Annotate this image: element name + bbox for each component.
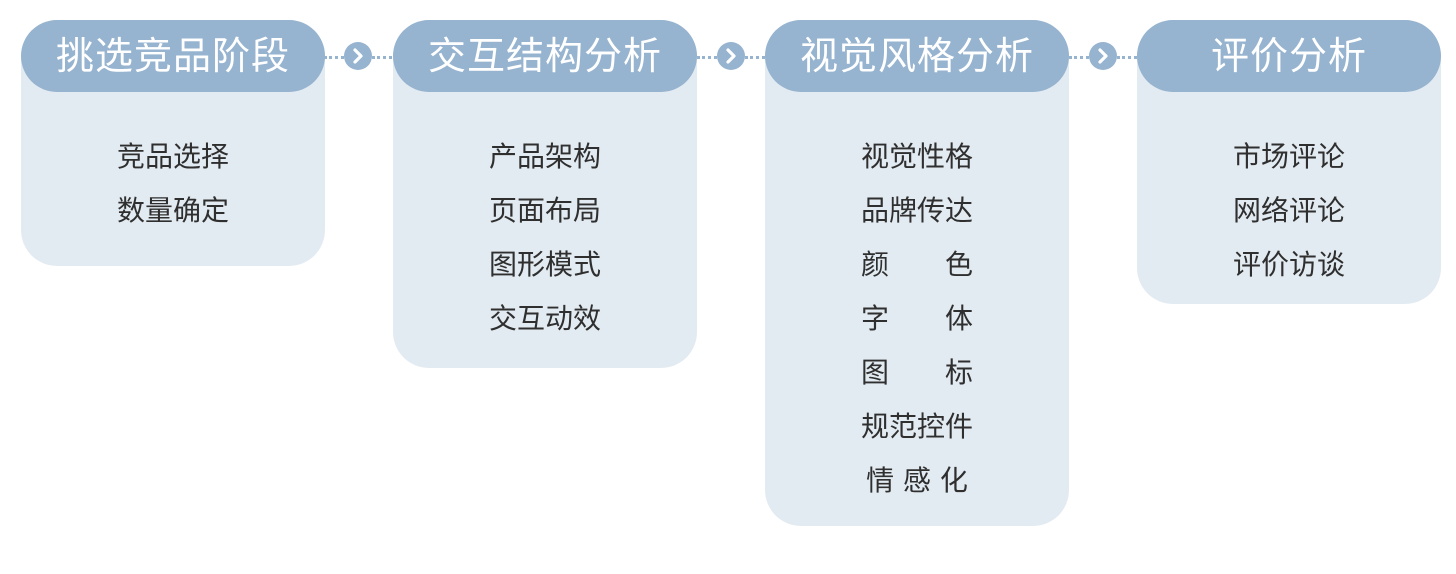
stage-evaluation: 评价分析 市场评论 网络评论 评价访谈 xyxy=(1137,20,1441,304)
connector-dash xyxy=(1117,56,1137,61)
connector-dash xyxy=(745,56,765,61)
stage-item: 品牌传达 xyxy=(860,194,973,227)
connector-dot xyxy=(717,42,745,70)
stage-item: 交互动效 xyxy=(488,302,601,335)
stage-item: 市场评论 xyxy=(1232,140,1345,173)
stage-item: 竞品选择 xyxy=(116,140,229,173)
chevron-right-icon xyxy=(353,48,363,64)
stage-card xyxy=(765,20,1069,526)
stage-title: 交互结构分析 xyxy=(393,20,697,92)
stage-select-competitors: 挑选竞品阶段 竞品选择 数量确定 xyxy=(21,20,325,266)
stage-item: 字 体 xyxy=(860,302,973,335)
stage-visual-style: 视觉风格分析 视觉性格 品牌传达 颜 色 字 体 图 标 规范控件 情 感 化 xyxy=(765,20,1069,526)
stage-items: 市场评论 网络评论 评价访谈 xyxy=(1137,92,1441,292)
stage-item: 产品架构 xyxy=(488,140,601,173)
stage-item: 图形模式 xyxy=(488,248,601,281)
stage-item: 颜 色 xyxy=(860,248,973,281)
stage-title: 挑选竞品阶段 xyxy=(21,20,325,92)
connector-dash xyxy=(324,56,344,61)
connector-dash xyxy=(372,56,392,61)
stage-item: 数量确定 xyxy=(116,194,229,227)
stage-item: 图 标 xyxy=(860,356,973,389)
stage-item: 规范控件 xyxy=(860,410,973,443)
flow-connector xyxy=(1069,42,1137,70)
chevron-right-icon xyxy=(726,48,736,64)
stage-item: 视觉性格 xyxy=(860,140,973,173)
connector-dash xyxy=(1069,56,1089,61)
stage-items: 产品架构 页面布局 图形模式 交互动效 xyxy=(393,92,697,346)
stage-item: 网络评论 xyxy=(1232,194,1345,227)
stage-item: 页面布局 xyxy=(488,194,601,227)
connector-dot xyxy=(1089,42,1117,70)
chevron-right-icon xyxy=(1098,48,1108,64)
connector-dot xyxy=(344,42,372,70)
flow-connector xyxy=(697,42,765,70)
stage-items: 视觉性格 品牌传达 颜 色 字 体 图 标 规范控件 情 感 化 xyxy=(765,92,1069,508)
stage-title: 视觉风格分析 xyxy=(765,20,1069,92)
connector-dash xyxy=(697,56,717,61)
stage-items: 竞品选择 数量确定 xyxy=(21,92,325,238)
stage-title: 评价分析 xyxy=(1137,20,1441,92)
stage-item: 评价访谈 xyxy=(1232,248,1345,281)
flow-connector xyxy=(324,42,392,70)
stage-interaction-structure: 交互结构分析 产品架构 页面布局 图形模式 交互动效 xyxy=(393,20,697,368)
stage-item: 情 感 化 xyxy=(866,464,968,497)
